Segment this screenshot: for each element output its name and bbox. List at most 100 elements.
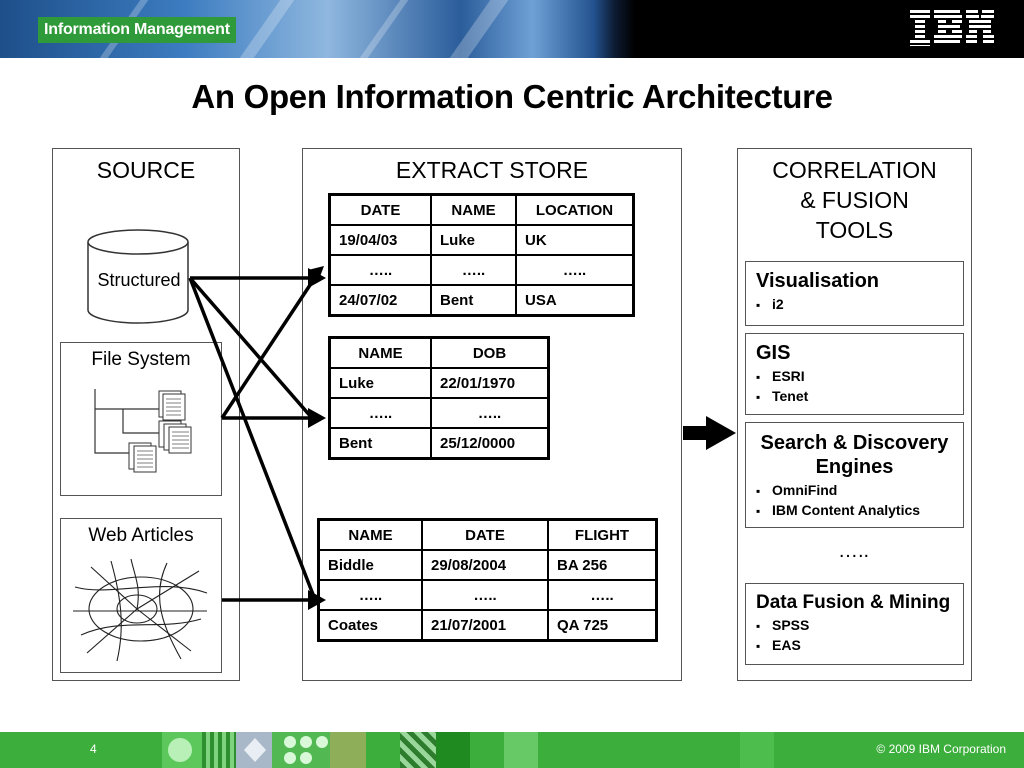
table-cell: QA 725 <box>547 609 658 642</box>
column-header: FLIGHT <box>547 518 658 551</box>
arrow-filesystem-to-location <box>220 275 318 419</box>
more-tools-ellipsis: ….. <box>837 540 870 562</box>
gis-heading: GIS <box>756 342 791 364</box>
column-header: NAME <box>430 193 517 226</box>
footer-circle-icon <box>168 738 192 762</box>
footer-tile <box>504 732 538 768</box>
source-title: SOURCE <box>96 157 196 183</box>
database-cylinder-icon <box>87 229 189 324</box>
table-row: ….. ….. <box>328 397 550 429</box>
data-fusion-heading: Data Fusion & Mining <box>756 592 951 613</box>
file-system-label: File System <box>91 349 191 370</box>
table-cell: 25/12/0000 <box>430 427 550 460</box>
ibm-logo <box>910 10 994 46</box>
column-header: DOB <box>430 336 550 369</box>
list-item: SPSS <box>756 616 963 636</box>
arrowhead <box>308 590 326 610</box>
gis-box: GIS ESRI Tenet <box>745 333 964 415</box>
table-row: Luke 22/01/1970 <box>328 367 550 399</box>
slide-title: An Open Information Centric Architecture <box>191 78 833 115</box>
web-articles-label: Web Articles <box>88 525 194 546</box>
list-item: i2 <box>756 295 963 315</box>
data-fusion-box: Data Fusion & Mining SPSS EAS <box>745 583 964 665</box>
footer-tile <box>400 732 436 768</box>
copyright-text: © 2009 IBM Corporation <box>876 742 1006 756</box>
file-tree-icon <box>94 389 192 473</box>
structured-label: Structured <box>97 270 181 290</box>
location-table: DATE NAME LOCATION 19/04/03 Luke UK ….. … <box>328 193 635 317</box>
footer-tile <box>740 732 774 768</box>
table-cell: 24/07/02 <box>328 284 432 317</box>
tools-title-line: & FUSION <box>800 187 909 213</box>
table-cell: ….. <box>430 397 550 429</box>
flight-table: NAME DATE FLIGHT Biddle 29/08/2004 BA 25… <box>317 518 658 642</box>
web-articles-box: Web Articles <box>60 518 222 673</box>
arrow-structured-to-flight <box>188 277 316 598</box>
page-number: 4 <box>90 742 97 756</box>
list-item: EAS <box>756 636 963 656</box>
visualisation-box: Visualisation i2 <box>745 261 964 326</box>
search-discovery-heading: Engines <box>815 456 894 478</box>
footer-dots-icon <box>284 736 328 764</box>
search-discovery-heading: Search & Discovery <box>760 432 949 454</box>
tools-title-line: TOOLS <box>815 217 894 243</box>
table-row: Bent 25/12/0000 <box>328 427 550 460</box>
table-cell: Bent <box>430 284 517 317</box>
footer-bar <box>0 732 1024 768</box>
table-cell: ….. <box>515 254 635 286</box>
header-banner: Information Management <box>0 0 1024 58</box>
gis-list: ESRI Tenet <box>746 367 963 407</box>
table-cell: BA 256 <box>547 549 658 581</box>
column-header: DATE <box>328 193 432 226</box>
table-cell: 22/01/1970 <box>430 367 550 399</box>
list-item: OmniFind <box>756 481 963 501</box>
table-row: 24/07/02 Bent USA <box>328 284 635 317</box>
table-row: Coates 21/07/2001 QA 725 <box>317 609 658 642</box>
footer-tile <box>202 732 236 768</box>
arrowhead <box>308 408 326 428</box>
table-cell: ….. <box>430 254 517 286</box>
footer-tile <box>436 732 470 768</box>
table-row: 19/04/03 Luke UK <box>328 224 635 256</box>
visualisation-heading: Visualisation <box>756 270 880 292</box>
file-system-box: File System <box>60 342 222 496</box>
footer-tile <box>330 732 366 768</box>
table-cell: 29/08/2004 <box>421 549 549 581</box>
list-item: ESRI <box>756 367 963 387</box>
table-cell: Bent <box>328 427 432 460</box>
table-row: Biddle 29/08/2004 BA 256 <box>317 549 658 581</box>
table-header-row: NAME DATE FLIGHT <box>317 518 658 551</box>
footer-diamond-icon <box>244 738 266 762</box>
list-item: Tenet <box>756 387 963 407</box>
table-cell: Luke <box>328 367 432 399</box>
table-cell: ….. <box>317 579 423 611</box>
search-discovery-list: OmniFind IBM Content Analytics <box>746 481 963 521</box>
data-fusion-list: SPSS EAS <box>746 616 963 656</box>
list-item: IBM Content Analytics <box>756 501 963 521</box>
table-cell: ….. <box>421 579 549 611</box>
brand-badge: Information Management <box>38 17 236 43</box>
web-network-icon <box>73 558 208 662</box>
table-cell: ….. <box>547 579 658 611</box>
table-cell: Coates <box>317 609 423 642</box>
table-cell: ….. <box>328 254 432 286</box>
tools-title-line: CORRELATION <box>772 157 937 183</box>
table-row: ….. ….. ….. <box>328 254 635 286</box>
table-cell: USA <box>515 284 635 317</box>
table-cell: UK <box>515 224 635 256</box>
extract-store-title: EXTRACT STORE <box>395 157 589 183</box>
table-row: ….. ….. ….. <box>317 579 658 611</box>
table-cell: Luke <box>430 224 517 256</box>
visualisation-list: i2 <box>746 295 963 315</box>
arrow-structured-to-dob <box>188 276 314 420</box>
table-cell: ….. <box>328 397 432 429</box>
search-discovery-box: Search & Discovery Engines OmniFind IBM … <box>745 422 964 528</box>
dob-table: NAME DOB Luke 22/01/1970 ….. ….. Bent 25… <box>328 336 550 460</box>
table-cell: 19/04/03 <box>328 224 432 256</box>
table-header-row: NAME DOB <box>328 336 550 369</box>
table-cell: Biddle <box>317 549 423 581</box>
block-arrow-to-tools <box>683 416 736 450</box>
table-cell: 21/07/2001 <box>421 609 549 642</box>
arrowhead <box>308 266 324 282</box>
